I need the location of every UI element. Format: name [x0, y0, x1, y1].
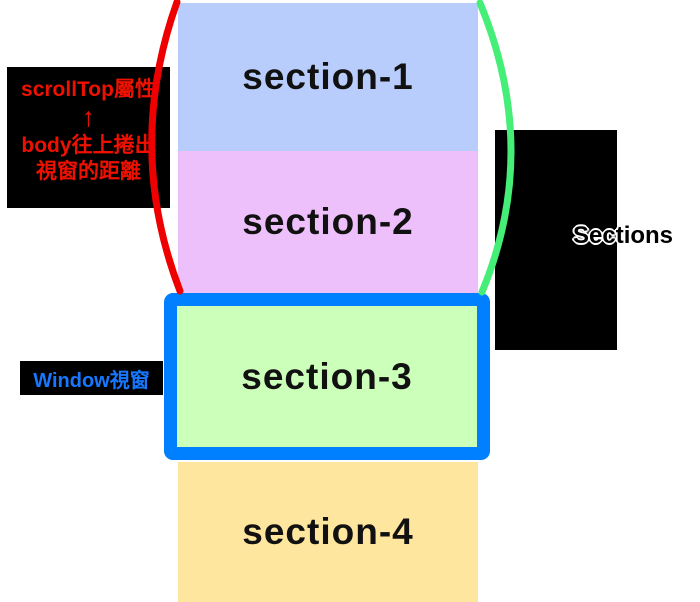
scrolltop-note-desc-line1: body往上捲出 [21, 134, 156, 157]
scrolltop-note-title: scrollTop屬性 [21, 78, 156, 101]
section-1-block: section-1 [178, 3, 478, 151]
section-1-label: section-1 [242, 56, 414, 97]
section-4-block: section-4 [178, 462, 478, 602]
sections-note-box: Sections [495, 130, 673, 350]
scrolltop-note-box: scrollTop屬性 ↑ body往上捲出 視窗的距離 [7, 67, 170, 208]
up-arrow-icon: ↑ [81, 102, 96, 132]
scrolltop-note-desc-line2: 視窗的距離 [36, 160, 141, 183]
window-viewport-tag: Window視窗 [20, 361, 163, 395]
window-viewport-tag-label: Window視窗 [33, 369, 150, 392]
section-4-label: section-4 [242, 511, 414, 552]
sections-note-label: Sections [573, 222, 674, 249]
section-2-label: section-2 [242, 201, 414, 242]
window-viewport-frame: section-3 [164, 293, 490, 460]
section-3-label: section-3 [241, 355, 413, 397]
section-2-block: section-2 [178, 151, 478, 293]
